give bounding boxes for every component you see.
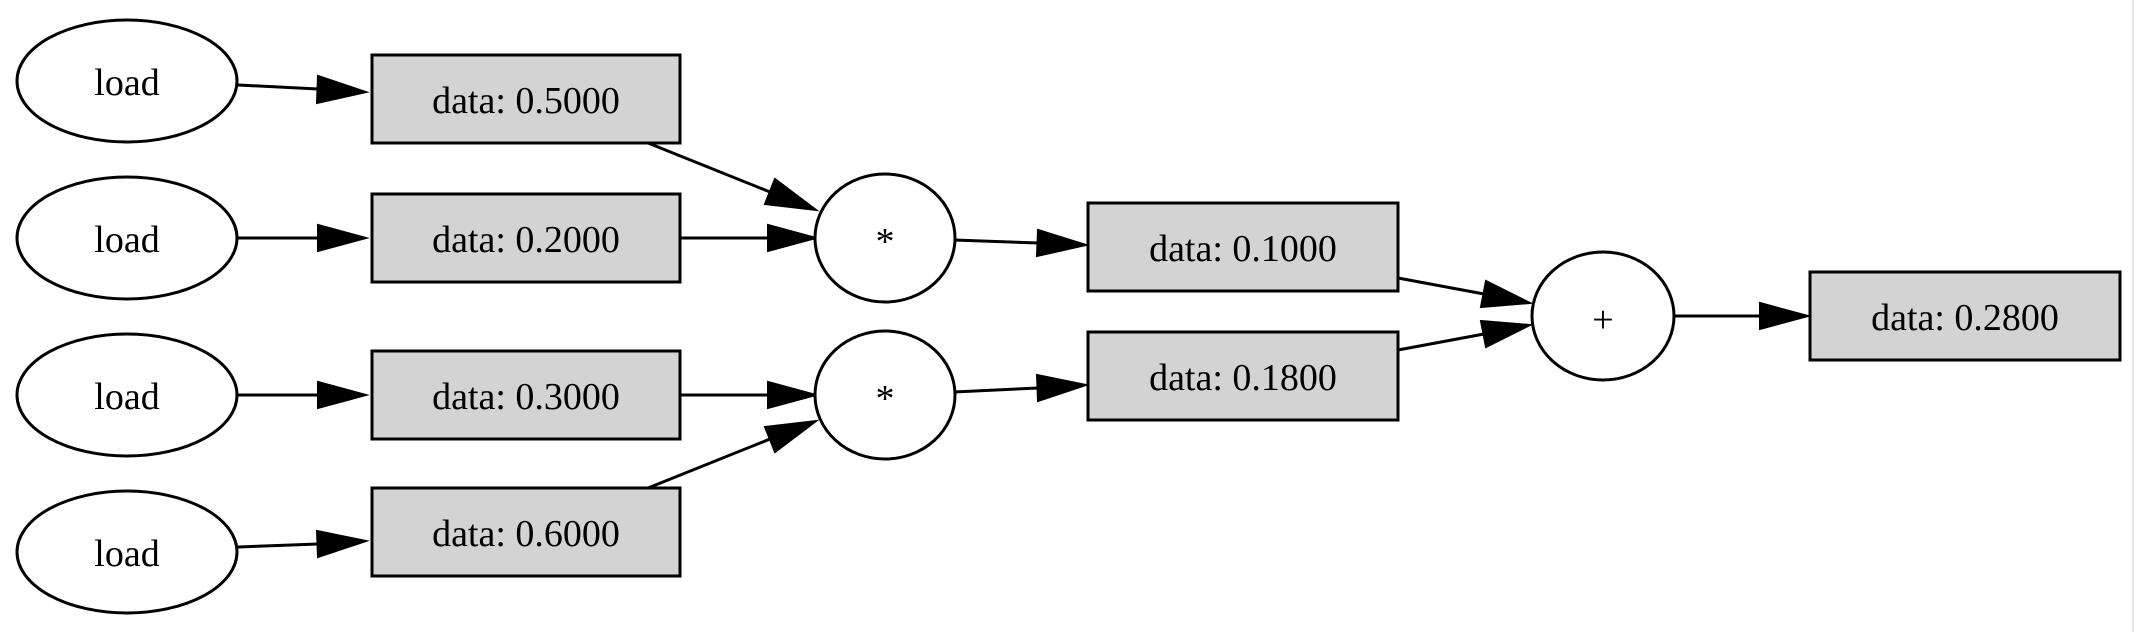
load-node-label: load [94,376,159,418]
edge-load1-to-v05 [237,74,370,105]
multiply-op-node: * [813,172,957,304]
edge-load3-to-v03 [238,380,370,410]
add-op-node: + [1530,250,1676,382]
value-node: data: 0.5000 [370,53,682,145]
op-node-label: * [876,221,895,263]
value-node: data: 0.3000 [370,349,682,441]
edge-mul2-to-v018 [953,373,1090,403]
edges [237,74,1812,559]
op-nodes: * * + [813,172,1676,461]
edge-load4-to-v06 [237,529,370,559]
value-node-label: data: 0.6000 [432,513,620,555]
op-node-label: * [876,378,895,420]
edge-load2-to-v02 [238,223,370,253]
value-node-label: data: 0.3000 [432,376,620,418]
load-node-label: load [94,533,159,575]
value-node: data: 0.1800 [1086,330,1400,422]
value-node-label: data: 0.5000 [432,80,620,122]
edge-v02-to-mul1 [680,223,820,253]
edge-v05-to-mul1 [647,141,820,212]
value-node-label: data: 0.1000 [1149,228,1337,270]
value-node-label: data: 0.2800 [1871,297,2059,339]
edge-v06-to-mul2 [647,419,820,490]
multiply-op-node: * [813,329,957,461]
value-nodes: data: 0.5000 data: 0.2000 data: 0.3000 d… [370,53,2122,578]
load-node: load [15,175,239,301]
edge-mul1-to-v01 [953,228,1090,258]
value-node-label: data: 0.2000 [432,219,620,261]
load-node: load [15,489,239,615]
value-node: data: 0.1000 [1086,201,1400,293]
edge-v01-to-add1 [1397,276,1534,309]
value-node: data: 0.2000 [370,192,682,284]
value-node-label: data: 0.1800 [1149,357,1337,399]
edge-v03-to-mul2 [680,380,820,410]
load-node-label: load [94,219,159,261]
load-node: load [15,18,239,144]
load-nodes: load load load load [15,18,239,615]
load-node: load [15,332,239,458]
edge-add1-to-v028 [1674,301,1812,331]
edge-v018-to-add1 [1397,319,1534,352]
op-node-label: + [1592,299,1613,341]
load-node-label: load [94,62,159,104]
value-node: data: 0.6000 [370,486,682,578]
value-node: data: 0.2800 [1808,270,2122,362]
